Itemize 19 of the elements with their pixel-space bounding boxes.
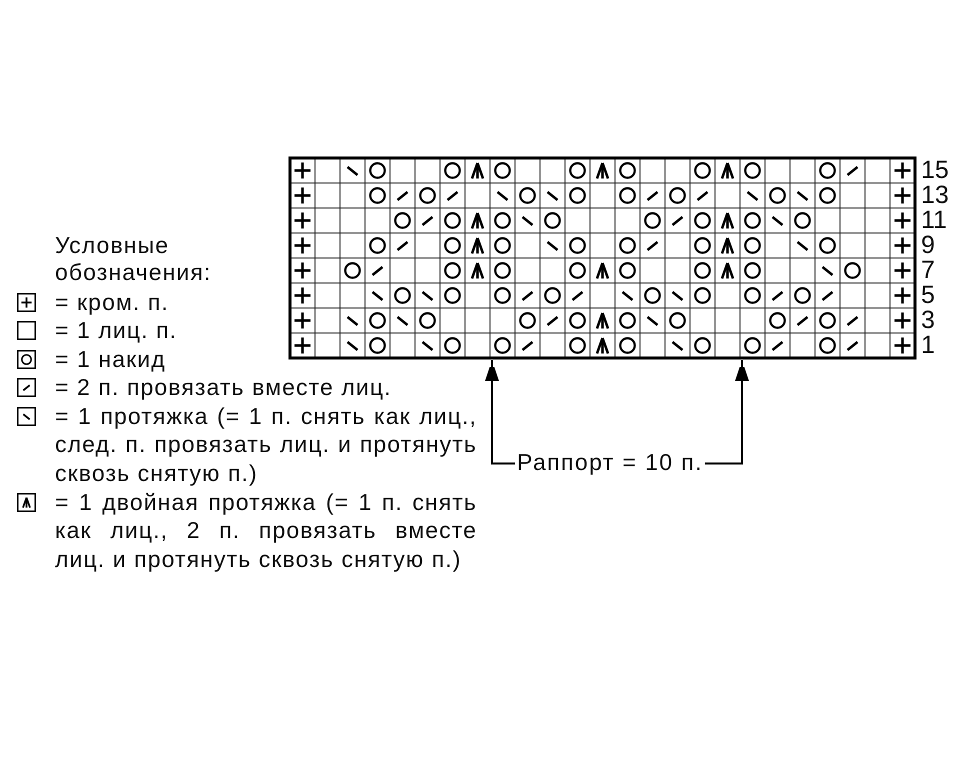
row-number: 5 (921, 282, 935, 309)
repeat-label: Раппорт = 10 п. (515, 449, 705, 476)
arrow (485, 360, 515, 464)
row-number: 11 (921, 207, 947, 234)
legend-heading: Условные обозначения: (55, 232, 212, 286)
legend-text: = 1 двойная протяжка (= 1 п. снять как лиц., 2 п. провязать вместе лиц. и протянуть сквозь снятую п.) (55, 488, 477, 573)
legend-text: = 2 п. провязать вместе лиц. (55, 373, 393, 402)
row-number: 7 (921, 257, 935, 284)
row-number: 1 (921, 332, 935, 359)
legend-text: = кром. п. (55, 288, 170, 316)
row-number: 15 (921, 157, 949, 184)
row-number: 3 (921, 307, 935, 334)
row-number: 13 (921, 182, 949, 209)
row-number: 9 (921, 232, 935, 259)
legend-text: = 1 протяжка (= 1 п. снять как лиц., след. п. провязать лиц. и протянуть сквозь снятую п.) (55, 402, 477, 487)
legend-text: = 1 лиц. п. (55, 316, 178, 344)
arrow (704, 360, 749, 464)
legend-text: = 1 накид (55, 345, 167, 374)
knitting-chart-drawing (288, 156, 917, 360)
